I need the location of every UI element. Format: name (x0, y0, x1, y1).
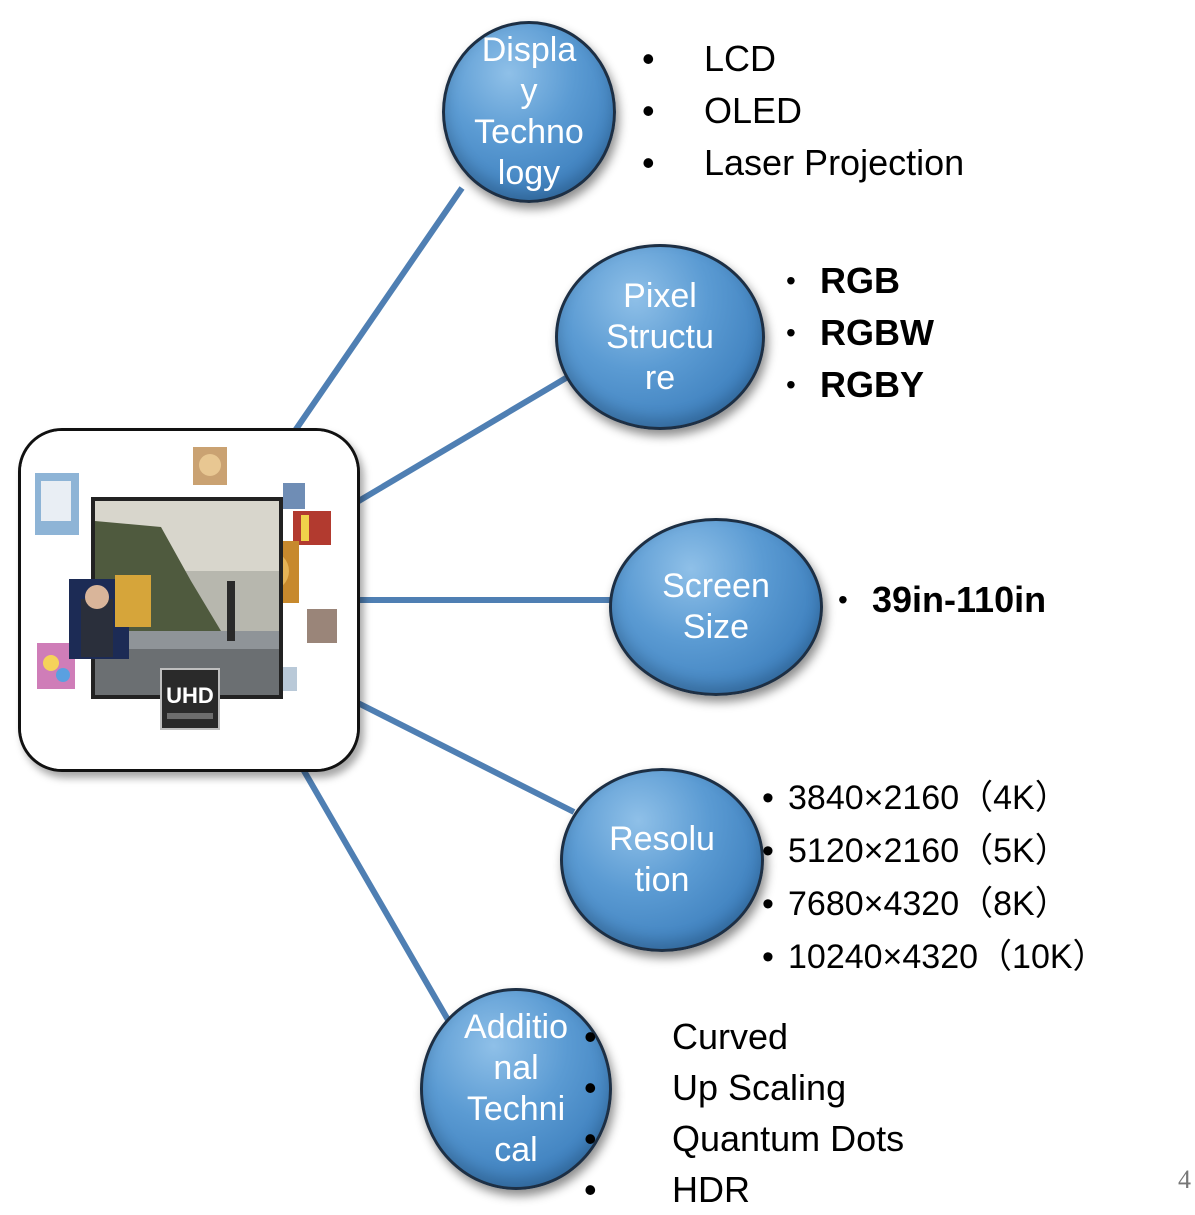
photo-tile (283, 667, 297, 691)
photo-tile (115, 575, 151, 627)
list-item: RGB (786, 255, 934, 307)
node-resolution-label: Resolu tion (609, 820, 715, 899)
page-number: 4 (1178, 1165, 1191, 1194)
list-item: RGBW (786, 307, 934, 359)
list-item: 39in-110in (838, 574, 1046, 626)
list-item: Laser Projection (642, 137, 964, 189)
node-additional-technical-label: Additio nal Techni cal (464, 1008, 568, 1169)
node-pixel-structure: Pixel Structu re (555, 244, 765, 430)
list-item: 3840×2160（4K） (762, 772, 1107, 825)
list-item: OLED (642, 85, 964, 137)
connector-pixel (350, 375, 568, 508)
photo-tile (307, 609, 337, 643)
photo-tile (283, 483, 305, 509)
list-item: HDR (584, 1164, 904, 1215)
resolution-list: 3840×2160（4K） 5120×2160（5K） 7680×4320（8K… (762, 772, 1107, 984)
list-item: RGBY (786, 359, 934, 411)
node-screen-size-label: Screen Size (662, 567, 770, 646)
uhd-tv-hub-image: UHD (18, 428, 360, 772)
list-item: Up Scaling (584, 1062, 904, 1113)
node-additional-technical: Additio nal Techni cal (420, 988, 612, 1190)
node-pixel-structure-label: Pixel Structu re (606, 276, 714, 397)
node-screen-size: Screen Size (609, 518, 823, 696)
list-item: 7680×4320（8K） (762, 878, 1107, 931)
list-item: Curved (584, 1011, 904, 1062)
connector-additional (297, 762, 458, 1034)
node-resolution: Resolu tion (560, 768, 764, 952)
node-display-technology-label: Displa y Techno logy (474, 31, 584, 192)
uhd-badge-text: UHD (166, 683, 214, 708)
display-technology-list: LCD OLED Laser Projection (642, 33, 964, 189)
connector-display (287, 186, 465, 440)
photo-tile (293, 511, 331, 545)
pixel-structure-list: RGB RGBW RGBY (786, 255, 934, 411)
connector-resolution (350, 697, 576, 815)
list-item: 5120×2160（5K） (762, 825, 1107, 878)
node-display-technology: Displa y Techno logy (442, 21, 616, 203)
list-item: LCD (642, 33, 964, 85)
screen-size-list: 39in-110in (838, 574, 1046, 626)
list-item: Quantum Dots (584, 1113, 904, 1164)
list-item: 10240×4320（10K） (762, 931, 1107, 984)
additional-technical-list: Curved Up Scaling Quantum Dots HDR (584, 1011, 904, 1215)
